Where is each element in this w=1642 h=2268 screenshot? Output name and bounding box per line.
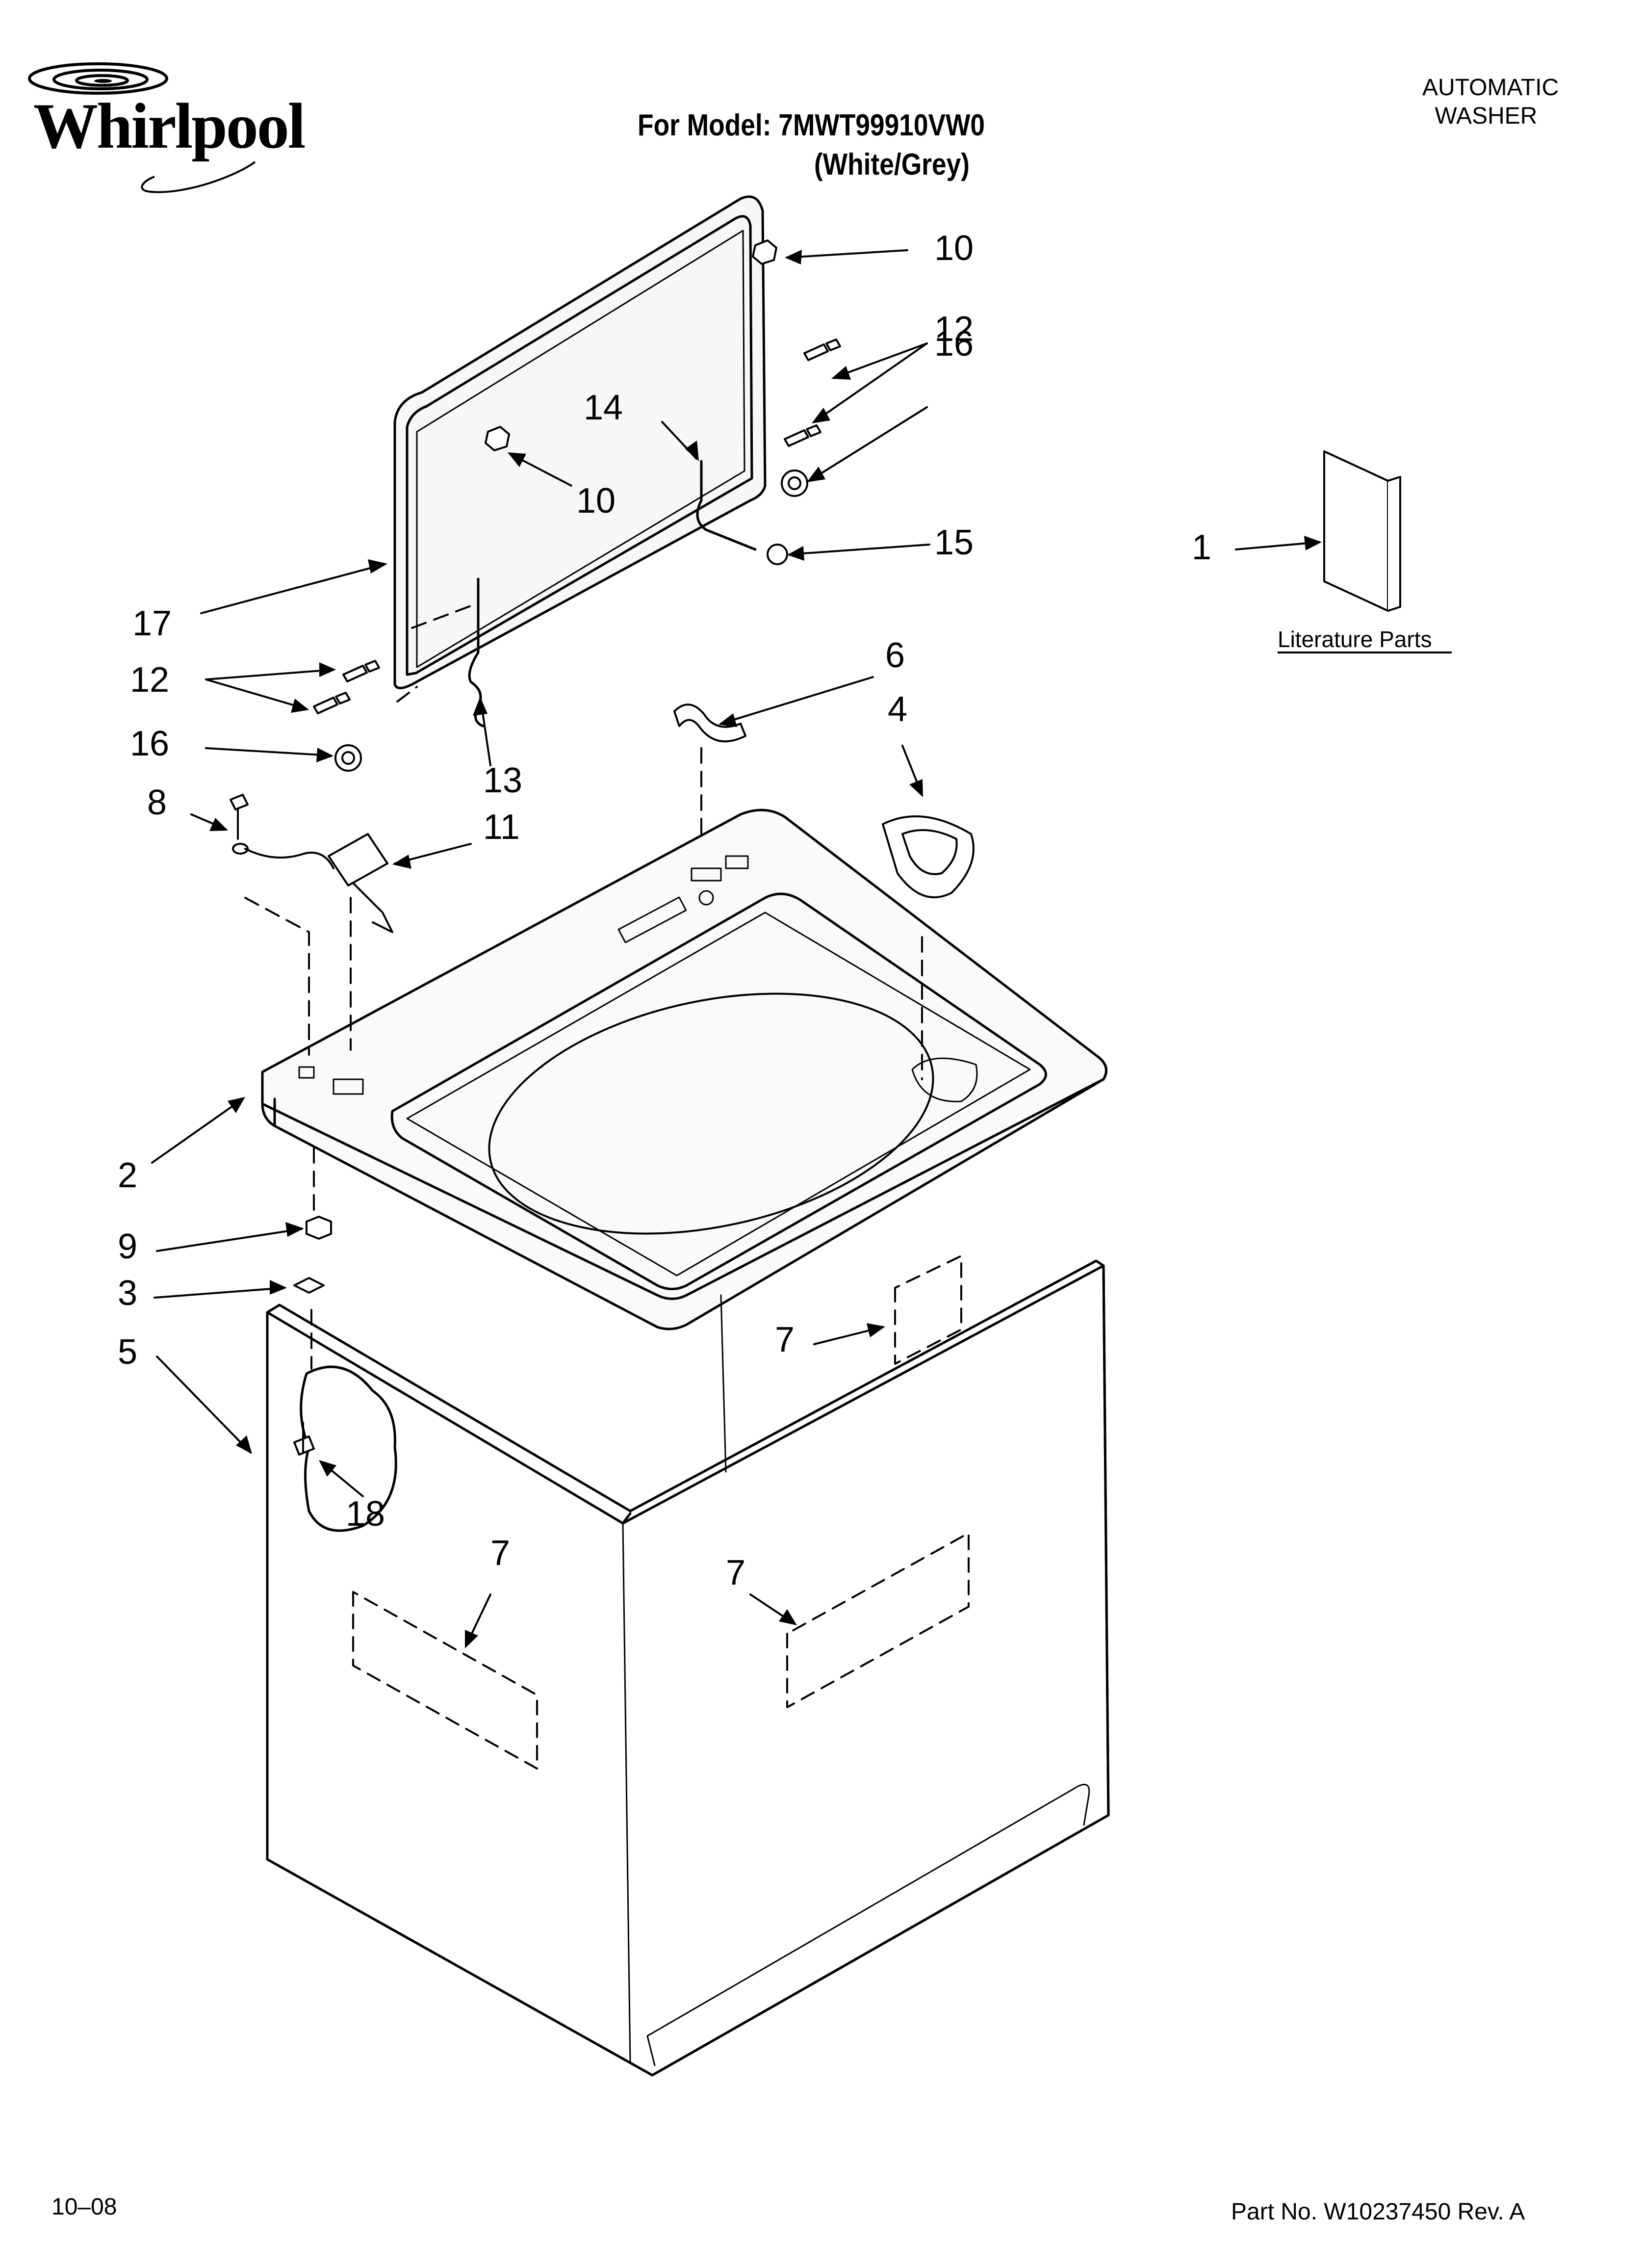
label-outlines	[352, 1255, 970, 1770]
callout-14: 14	[584, 388, 623, 427]
callout-2: 2	[118, 1156, 138, 1195]
callout-16-right: 16	[934, 324, 974, 364]
callout-10-mid: 10	[576, 481, 616, 521]
footer-date: 10–08	[51, 2194, 117, 2220]
washer-top	[261, 808, 1108, 1330]
callout-18: 18	[346, 1494, 385, 1534]
callout-3: 3	[118, 1274, 138, 1313]
callout-13: 13	[483, 761, 523, 800]
literature-parts-label: Literature Parts	[1278, 626, 1432, 652]
callout-7-back: 7	[775, 1320, 795, 1359]
callout-1: 1	[1192, 528, 1212, 567]
callout-7-side: 7	[490, 1534, 511, 1573]
model-color: (White/Grey)	[814, 148, 970, 182]
callout-6: 6	[885, 636, 905, 675]
callout-12-left: 12	[130, 660, 170, 700]
appliance-type-line2: WASHER	[1435, 103, 1538, 129]
appliance-type-line1: AUTOMATIC	[1422, 75, 1559, 101]
washer-cabinet	[266, 1259, 1110, 2077]
callout-15: 15	[934, 523, 974, 562]
small-parts	[230, 239, 1401, 1456]
callout-5: 5	[118, 1332, 138, 1372]
footer-part-number: Part No. W10237450 Rev. A	[1231, 2199, 1525, 2225]
callout-4: 4	[888, 690, 908, 729]
brand-wordmark: Whirlpool	[33, 90, 306, 162]
model-title: For Model: 7MWT99910VW0	[638, 108, 985, 142]
callout-9: 9	[118, 1227, 138, 1266]
assembly-guides	[244, 605, 923, 1370]
callout-17: 17	[132, 604, 172, 643]
callout-16-left: 16	[130, 724, 170, 763]
callout-7-front: 7	[726, 1553, 746, 1592]
callout-12-right: 12	[934, 310, 974, 349]
callout-11: 11	[483, 808, 520, 847]
whirlpool-swirl-icon	[28, 62, 256, 193]
whirlpool-logo: Whirlpool	[25, 59, 329, 206]
hinge-rods	[468, 460, 757, 728]
callout-8: 8	[147, 783, 167, 822]
leader-lines	[151, 249, 1320, 1647]
washer-lid	[393, 195, 767, 689]
callout-10-top: 10	[934, 229, 974, 268]
leader-arrowheads	[209, 250, 1322, 1648]
